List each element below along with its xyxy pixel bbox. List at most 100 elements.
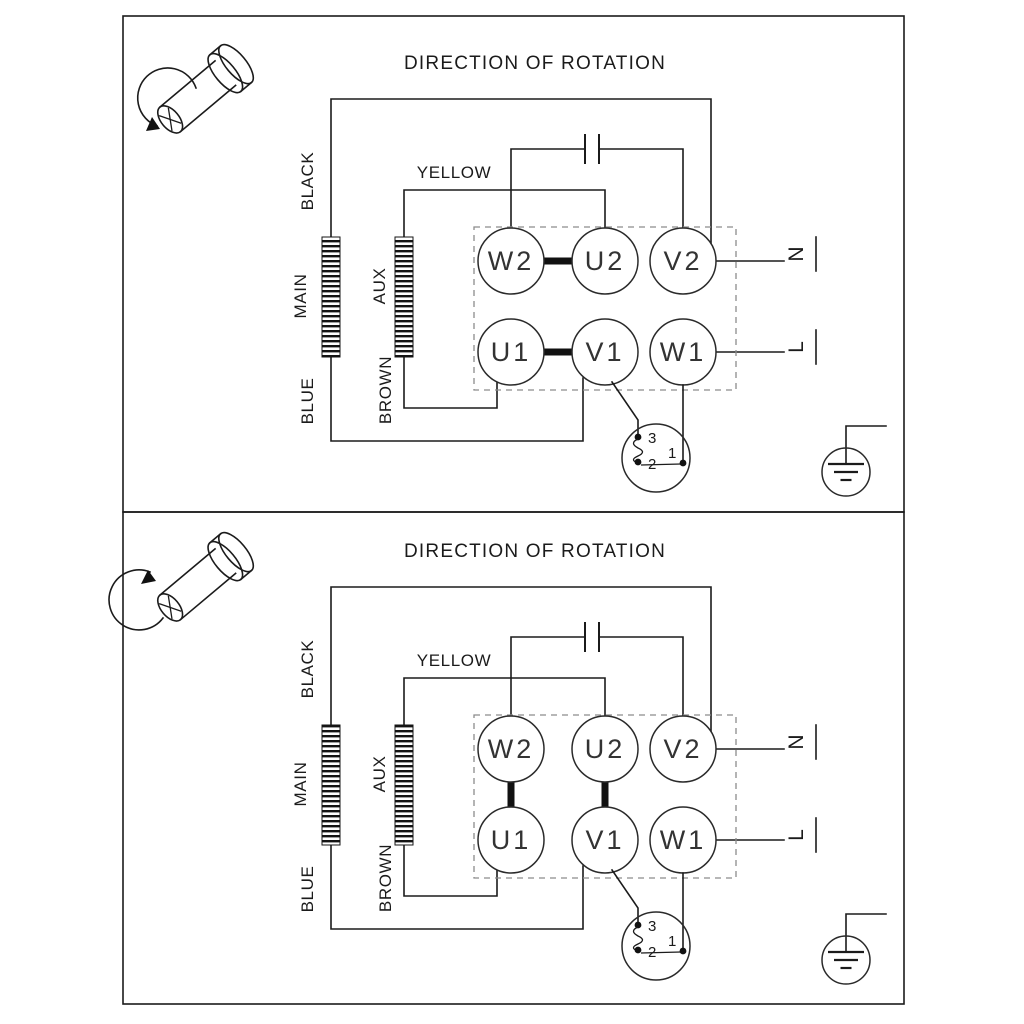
thermal-dot-2	[634, 946, 642, 954]
label-yellow: YELLOW	[417, 163, 491, 182]
black-wire	[330, 98, 712, 245]
thermal-label-1: 1	[668, 445, 676, 462]
terminal-circle	[477, 806, 545, 874]
terminal-circle	[571, 806, 639, 874]
terminal-v2: V2	[649, 227, 717, 295]
label-aux: AUX	[370, 268, 389, 305]
terminal-label: V2	[663, 734, 702, 764]
blue-wire	[330, 356, 584, 442]
thermal-coil	[632, 438, 644, 464]
label-line: L	[785, 341, 808, 353]
motor-face	[156, 593, 184, 622]
terminal-label: W2	[488, 734, 535, 764]
panel-border	[122, 511, 905, 1005]
ground-enclosure	[821, 935, 871, 985]
terminal-block-outline	[473, 714, 737, 879]
motor-flange	[239, 569, 253, 581]
terminal-circle	[649, 715, 717, 783]
thermal-label-3: 3	[648, 918, 656, 935]
thermal-dot-3	[634, 433, 642, 441]
thermal-dot-2	[634, 458, 642, 466]
terminal-label: W1	[660, 337, 707, 367]
thermal-contact-blade	[640, 463, 682, 466]
earth-ground-icon	[821, 913, 887, 985]
aux-winding-coil-icon	[394, 236, 414, 358]
terminal-v2: V2	[649, 715, 717, 783]
motor-body	[179, 572, 237, 621]
label-blue: BLUE	[298, 378, 317, 425]
motor-flange	[208, 532, 222, 544]
main-winding-coil-icon	[321, 236, 341, 358]
yellow-wire	[403, 677, 606, 726]
rotation-arrow-head	[146, 117, 160, 131]
black-wire	[330, 586, 712, 733]
brown-wire	[403, 844, 498, 897]
terminal-circle	[571, 715, 639, 783]
terminal-block-outline	[473, 226, 737, 391]
thermal-coil	[632, 926, 644, 952]
terminal-v1: V1	[571, 806, 639, 874]
terminal-w1: W1	[649, 806, 717, 874]
label-brown: BROWN	[376, 356, 395, 424]
terminal-circle	[477, 318, 545, 386]
capacitor-lead	[598, 148, 684, 229]
terminal-u2: U2	[571, 715, 639, 783]
motor-face-x	[167, 595, 173, 620]
terminal-label: W2	[488, 246, 535, 276]
aux-winding-coil-icon	[394, 724, 414, 846]
ground-lead	[845, 913, 887, 953]
terminal-label: W1	[660, 825, 707, 855]
terminal-circle	[649, 227, 717, 295]
label-neutral: N	[785, 246, 808, 261]
terminal-label: U2	[585, 246, 626, 276]
terminal-u1: U1	[477, 806, 545, 874]
main-winding-coil-icon	[321, 724, 341, 846]
ground-enclosure	[821, 447, 871, 497]
terminal-w2: W2	[477, 715, 545, 783]
thermal-enclosure	[621, 911, 691, 981]
terminal-circle	[571, 318, 639, 386]
label-line: L	[785, 829, 808, 841]
ground-lead	[845, 425, 887, 465]
label-yellow: YELLOW	[417, 651, 491, 670]
terminal-label: U1	[491, 825, 532, 855]
motor-body	[158, 59, 217, 109]
capacitor-lead	[510, 636, 586, 717]
panel-title: DIRECTION OF ROTATION	[404, 53, 666, 74]
link-u2-v1	[601, 780, 609, 809]
motor-icon	[136, 43, 255, 134]
rotation-arrow-icon	[108, 569, 165, 631]
thermal-enclosure	[621, 423, 691, 493]
label-aux: AUX	[370, 756, 389, 793]
thermal-label-2: 2	[648, 944, 656, 961]
terminal-u2: U2	[571, 227, 639, 295]
terminal-label: V1	[585, 337, 624, 367]
panel-title: DIRECTION OF ROTATION	[404, 541, 666, 562]
thermal-dot-1	[679, 459, 687, 467]
rotation-arrow-icon	[136, 67, 198, 128]
thermal-protector-icon: 3 2 1	[610, 380, 691, 493]
terminal-label: V1	[585, 825, 624, 855]
panel-top: DIRECTION OF ROTATION	[122, 15, 905, 513]
label-black: BLACK	[298, 640, 317, 699]
capacitor-lead	[598, 636, 684, 717]
yellow-wire	[403, 189, 606, 238]
label-main: MAIN	[291, 762, 310, 807]
capacitor-icon	[510, 134, 684, 229]
label-black: BLACK	[298, 152, 317, 211]
motor-body	[158, 547, 217, 597]
terminal-label: V2	[663, 246, 702, 276]
motor-flange	[208, 44, 222, 56]
thermal-dot-1	[679, 947, 687, 955]
motor-body	[179, 84, 237, 133]
terminal-v1: V1	[571, 318, 639, 386]
label-brown: BROWN	[376, 844, 395, 912]
terminal-u1: U1	[477, 318, 545, 386]
brown-wire	[403, 356, 498, 409]
label-blue: BLUE	[298, 866, 317, 913]
label-main: MAIN	[291, 274, 310, 319]
terminal-label: U1	[491, 337, 532, 367]
thermal-lead-in	[610, 868, 639, 925]
